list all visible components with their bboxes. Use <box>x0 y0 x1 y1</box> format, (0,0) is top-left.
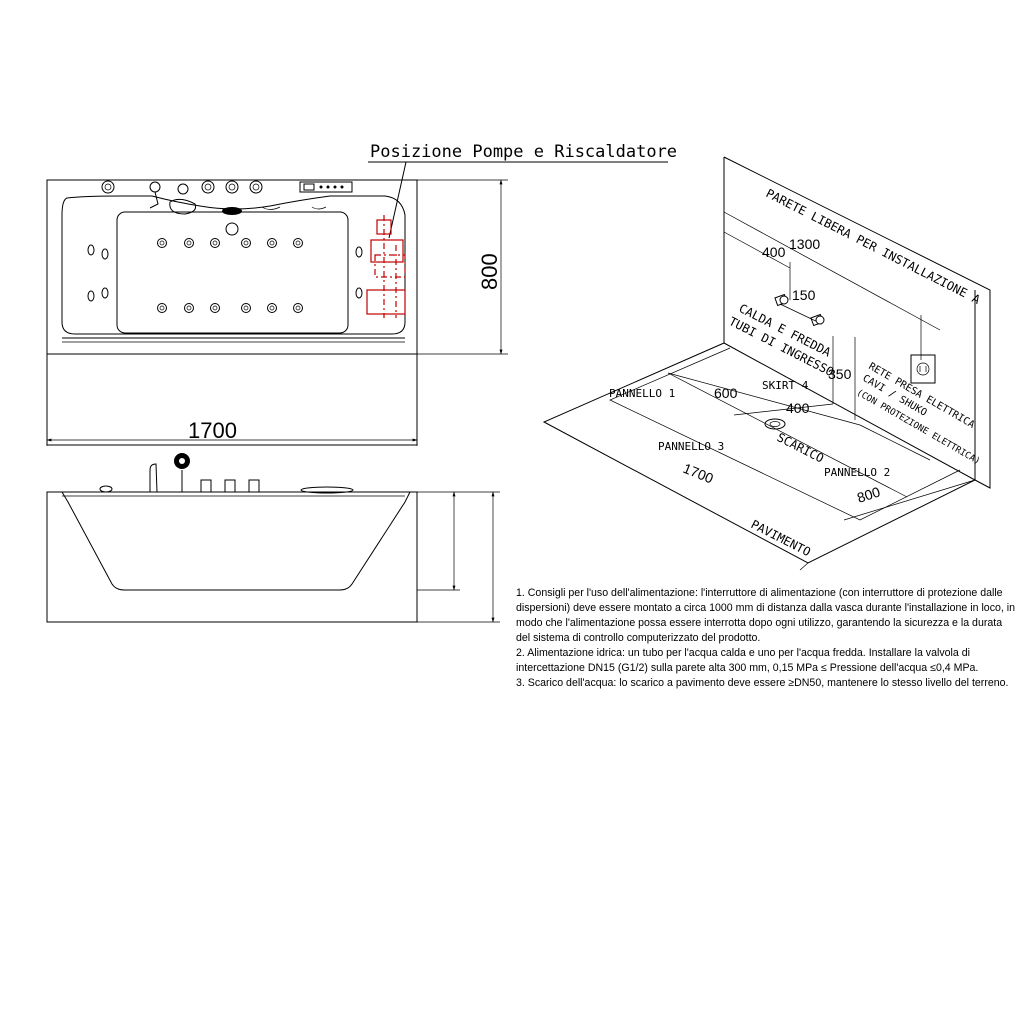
note-drain: 3. Scarico dell'acqua: lo scarico a pavi… <box>516 677 1009 689</box>
dim-1300-line <box>723 211 941 331</box>
note-water-supply: 2. Alimentazione idrica: un tubo per l'a… <box>516 647 979 674</box>
hand-shower-icon <box>169 198 196 215</box>
panel-1-label: PANNELLO 1 <box>609 387 675 400</box>
control-knob-icon <box>200 479 212 493</box>
tub-outline-top <box>46 179 418 355</box>
diagram-title: Posizione Pompe e Riscaldatore <box>370 142 677 162</box>
drain-label: SCARICO <box>775 430 826 465</box>
dim-350-label: 350 <box>828 366 852 382</box>
wall-outline <box>723 156 991 489</box>
drain-icon <box>764 418 786 430</box>
control-knob-icon <box>101 180 115 194</box>
front-view <box>46 353 500 623</box>
side-jets <box>87 244 363 302</box>
callout-leader <box>388 161 407 239</box>
note-power: 1. Consigli per l'uso dell'alimentazione… <box>516 587 1016 644</box>
dim-150-label: 150 <box>792 287 816 303</box>
pump-heater-callout: Posizione Pompe e Riscaldatore <box>368 142 677 239</box>
faucet-icon <box>149 181 161 193</box>
control-knob-icon <box>249 180 263 194</box>
control-knob-icon <box>99 485 113 493</box>
floor-label: PAVIMENTO <box>749 517 813 559</box>
tub-basin-section <box>61 491 411 591</box>
faucet-icon <box>149 463 158 493</box>
control-knob-icon <box>248 479 260 493</box>
control-panel-icon <box>300 486 354 494</box>
jets-row-2 <box>157 303 303 313</box>
control-knob-icon <box>224 479 236 493</box>
control-knob-icon <box>201 180 215 194</box>
skirt-4-label: SKIRT 4 <box>762 379 809 392</box>
tub-front-panel <box>46 353 418 446</box>
control-panel-icon <box>299 181 353 193</box>
shower-holder-icon <box>177 183 189 195</box>
control-knob-icon <box>225 180 239 194</box>
depth-dimension-label: 800 <box>477 253 502 290</box>
isometric-view: PARETE LIBERA PER INSTALLAZIONE A 1300 4… <box>542 156 991 571</box>
jets-row-1 <box>157 238 303 248</box>
dim-600-label: 600 <box>714 385 738 401</box>
water-inlet-pipes <box>774 293 825 327</box>
panel-2-label: PANNELLO 2 <box>824 466 890 479</box>
electric-label-1: RETE PRESA ELETTRICA <box>867 361 977 431</box>
dim-1300-label: 1300 <box>789 236 820 252</box>
installation-notes: 1. Consigli per l'uso dell'alimentazione… <box>516 586 1016 691</box>
dim-400-floor-label: 400 <box>786 400 810 416</box>
width-dimension-label: 1700 <box>188 418 237 443</box>
electric-socket-icon <box>910 354 936 384</box>
overflow-icon <box>222 207 242 215</box>
pillow-jet-icon <box>225 222 239 236</box>
tub-side-panel <box>46 491 418 623</box>
dim-400-wall-label: 400 <box>762 244 786 260</box>
panel-3-label: PANNELLO 3 <box>658 440 724 453</box>
dim-1700-label: 1700 <box>681 460 716 487</box>
tub-inner-rim <box>61 195 406 335</box>
top-view: 1700 800 <box>46 179 508 446</box>
pump-heater-markers <box>366 215 406 318</box>
dim-800-label: 800 <box>855 483 882 506</box>
